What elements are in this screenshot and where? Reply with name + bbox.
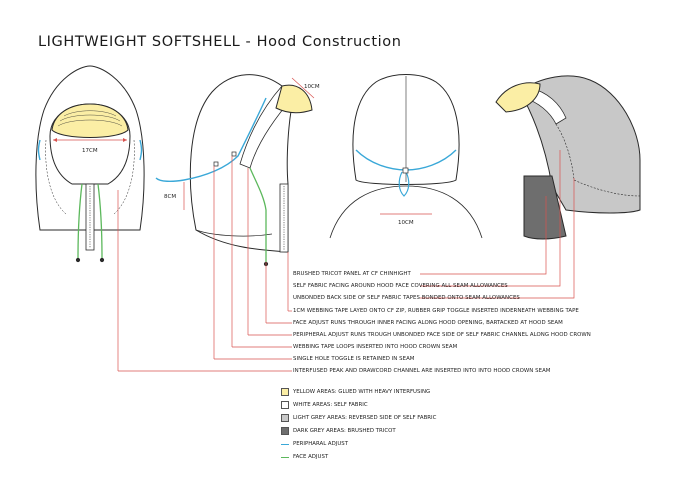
legend-face: FACE ADJUST bbox=[281, 452, 328, 462]
front-peripheral-right bbox=[139, 139, 143, 161]
front-cord-end-left bbox=[75, 257, 81, 263]
side-peak-dim bbox=[291, 77, 315, 99]
callout-5: FACE ADJUST RUNS THROUGH INNER FACING AL… bbox=[293, 320, 563, 326]
legend-label-dark-grey: DARK GREY AREAS: BRUSHED TRICOT bbox=[293, 428, 396, 434]
front-peak-stitch-2 bbox=[59, 114, 121, 122]
front-dim-arrow-right bbox=[123, 138, 127, 142]
callout-7: WEBBING TAPE LOOPS INSERTED INTO HOOD CR… bbox=[293, 344, 458, 350]
leader-horizontals bbox=[118, 310, 292, 372]
front-peak-yellow bbox=[51, 103, 129, 138]
back-toggle bbox=[402, 167, 409, 174]
legend-light-grey: LIGHT GREY AREAS: REVERSED SIDE OF SELF … bbox=[281, 413, 436, 423]
legend-swatch-yellow bbox=[281, 388, 289, 396]
side-view bbox=[155, 74, 315, 267]
callout-1: BRUSHED TRICOT PANEL AT CF CHINHIGHT bbox=[293, 271, 411, 277]
side-face-adjust bbox=[249, 167, 267, 262]
leader-lines bbox=[117, 150, 575, 371]
leader-2 bbox=[420, 150, 561, 287]
legend-white: WHITE AREAS: SELF FABRIC bbox=[281, 400, 368, 410]
callout-8: SINGLE HOLE TOGGLE IS RETAINED IN SEAM bbox=[293, 356, 415, 362]
legend-label-peripheral: PERIPHARAL ADJUST bbox=[293, 441, 349, 447]
back-width-label: 10CM bbox=[398, 220, 414, 226]
callout-9: INTERFUSED PEAK AND DRAWCORD CHANNEL ARE… bbox=[293, 368, 551, 374]
inside-peak-yellow bbox=[495, 82, 541, 113]
side-depth-label: 8CM bbox=[164, 194, 176, 200]
callout-4: 1CM WEBBING TAPE LAYED ONTO CF ZIP, RUBB… bbox=[293, 308, 579, 314]
inside-dark-panel bbox=[523, 175, 567, 240]
front-peripheral-left bbox=[37, 139, 41, 161]
legend-label-face: FACE ADJUST bbox=[293, 454, 329, 460]
legend-line-peripheral bbox=[281, 443, 289, 445]
back-view bbox=[329, 74, 483, 239]
legend-peripheral: PERIPHARAL ADJUST bbox=[281, 439, 348, 449]
legend-swatch-white bbox=[281, 401, 289, 409]
callout-3: UNBONDED BACK SIDE OF SELF FABRIC TAPES … bbox=[293, 295, 520, 301]
page-title: LIGHTWEIGHT SOFTSHELL - Hood Constructio… bbox=[38, 34, 402, 50]
legend-label-white: WHITE AREAS: SELF FABRIC bbox=[293, 402, 368, 408]
legend-label-yellow: YELLOW AREAS: GLUED WITH HEAVY INTERFUSI… bbox=[293, 389, 431, 395]
side-peak-label: 10CM bbox=[304, 84, 320, 90]
callout-2: SELF FABRIC FACING AROUND HOOD FACE COVE… bbox=[293, 283, 508, 289]
side-webbing-loop bbox=[231, 151, 237, 157]
side-back-seam bbox=[195, 229, 273, 237]
inside-seam-line bbox=[555, 123, 641, 197]
front-dim-arrow-left bbox=[53, 138, 57, 142]
legend-label-light-grey: LIGHT GREY AREAS: REVERSED SIDE OF SELF … bbox=[293, 415, 437, 421]
legend-line-face bbox=[281, 456, 289, 458]
front-side-seam-left bbox=[45, 139, 67, 215]
back-cord-loop bbox=[398, 171, 410, 197]
legend-yellow: YELLOW AREAS: GLUED WITH HEAVY INTERFUSI… bbox=[281, 387, 430, 397]
front-cord-end-right bbox=[99, 257, 105, 263]
callout-6: PERIPHERAL ADJUST RUNS TROUGH UNBONDED F… bbox=[293, 332, 591, 338]
front-zip bbox=[85, 183, 95, 251]
legend-swatch-dark-grey bbox=[281, 427, 289, 435]
legend-swatch-light-grey bbox=[281, 414, 289, 422]
front-view bbox=[35, 65, 145, 263]
front-peak-stitch-1 bbox=[57, 119, 123, 127]
front-side-seam-right bbox=[113, 139, 135, 215]
leader-1 bbox=[420, 196, 547, 275]
back-shoulders bbox=[329, 185, 483, 239]
legend-dark-grey: DARK GREY AREAS: BRUSHED TRICOT bbox=[281, 426, 396, 436]
side-toggle bbox=[213, 161, 219, 167]
front-peak-stitch-3 bbox=[63, 110, 117, 117]
leader-3 bbox=[420, 178, 575, 299]
inside-view bbox=[495, 75, 641, 240]
front-face-adjust-right bbox=[97, 183, 103, 259]
front-width-label: 17CM bbox=[82, 148, 98, 154]
side-peak-yellow bbox=[275, 84, 313, 114]
front-face-adjust-left bbox=[77, 183, 83, 259]
side-peripheral-cord bbox=[155, 97, 267, 183]
